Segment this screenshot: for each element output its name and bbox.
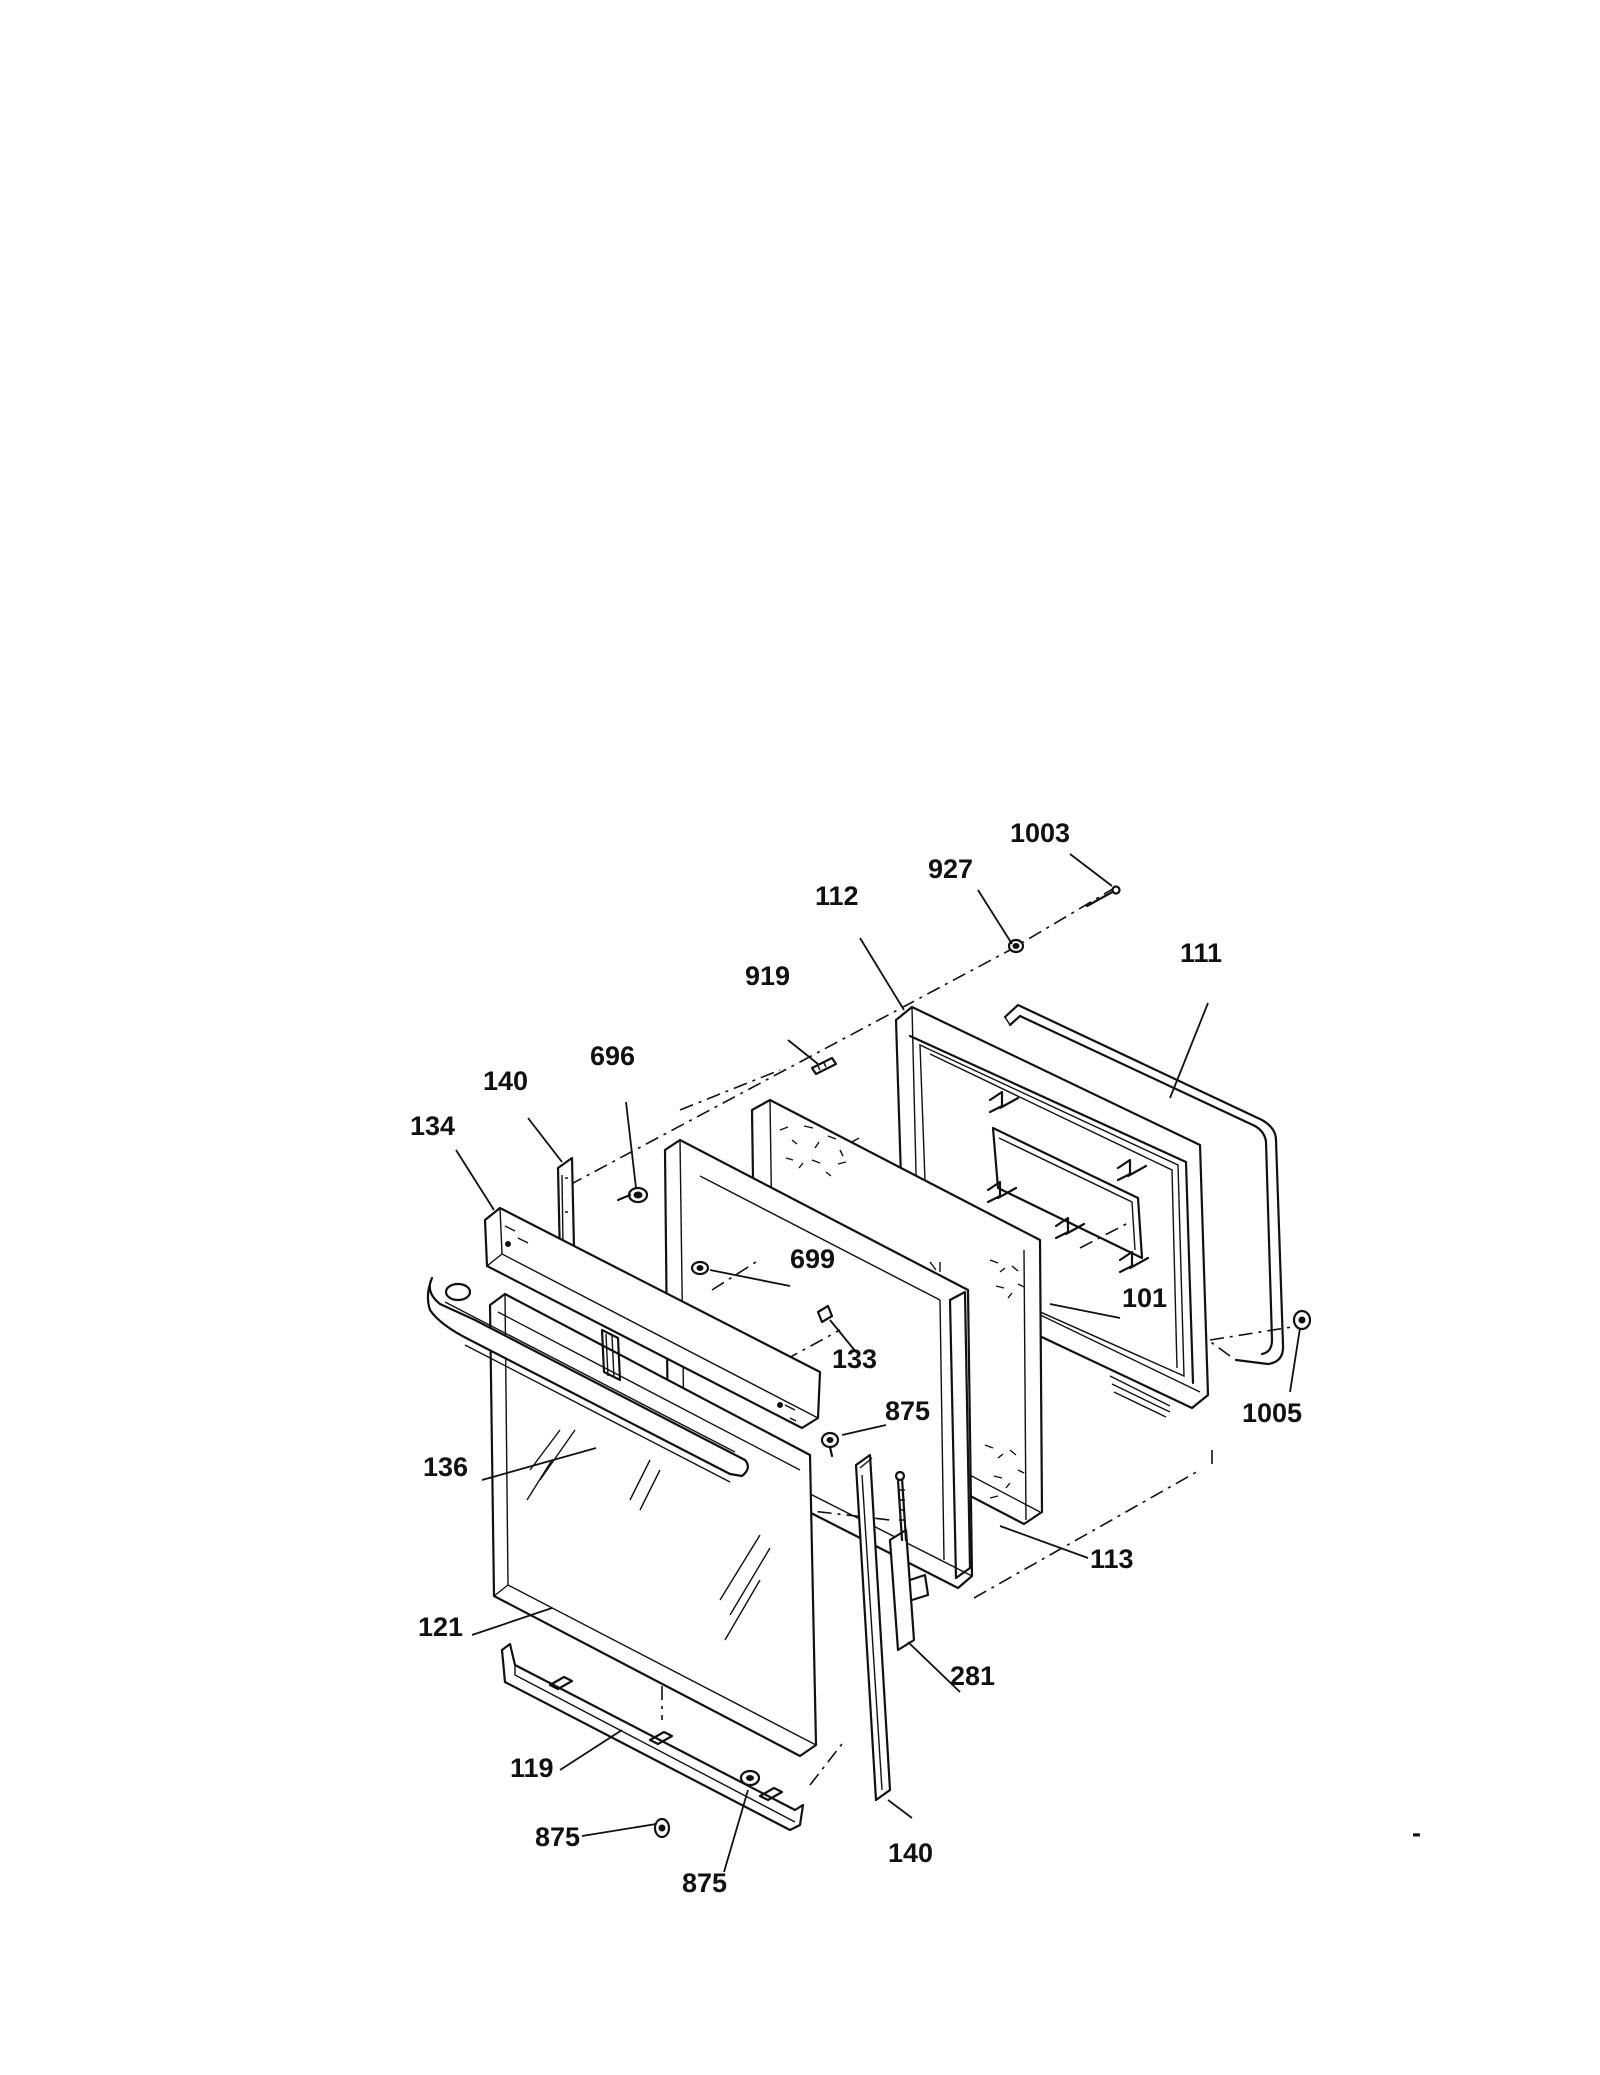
part-1005-screw (1292, 1309, 1312, 1331)
part-140-left-bracket (556, 1156, 576, 1260)
label-919: 919 (745, 961, 790, 991)
label-1003: 1003 (1010, 818, 1070, 848)
part-875-screw-bottom (739, 1769, 761, 1787)
label-101: 101 (1122, 1283, 1167, 1313)
part-1003-screw (1085, 885, 1121, 908)
part-111-door-liner (1003, 1003, 1285, 1366)
label-875-bottom: 875 (682, 1868, 727, 1898)
label-121: 121 (418, 1612, 463, 1642)
leader-lines (455, 853, 1301, 1873)
stray-dash-mark: - (1412, 1818, 1421, 1848)
label-112: 112 (815, 881, 859, 911)
label-133: 133 (832, 1344, 877, 1374)
label-113: 113 (1090, 1544, 1134, 1574)
label-140-top: 140 (483, 1066, 528, 1096)
part-labels: 1003 927 112 111 919 696 140 134 699 101… (410, 818, 1302, 1898)
part-133-clip (816, 1304, 834, 1324)
part-919-pin (810, 1056, 838, 1076)
label-111: 111 (1180, 938, 1222, 968)
part-119-bottom-trim (500, 1642, 805, 1832)
label-281: 281 (950, 1661, 995, 1691)
part-927-washer (1007, 938, 1025, 954)
part-281-hinge (888, 1470, 930, 1652)
label-119: 119 (510, 1753, 554, 1783)
part-121-outer-door-panel (488, 1292, 818, 1758)
label-696: 696 (590, 1041, 635, 1071)
part-875-screw-mid (820, 1431, 840, 1458)
insulation-texture (779, 1125, 1025, 1499)
part-134-vent-trim (483, 1206, 822, 1430)
label-875-left: 875 (535, 1822, 580, 1852)
part-699-screw (690, 1260, 710, 1276)
label-136: 136 (423, 1452, 468, 1482)
part-136-door-handle (426, 1276, 749, 1483)
part-875-screw-left (653, 1817, 671, 1839)
label-134: 134 (410, 1111, 455, 1141)
label-927: 927 (928, 854, 973, 884)
label-1005: 1005 (1242, 1398, 1302, 1428)
label-699: 699 (790, 1244, 835, 1274)
label-140-bottom: 140 (888, 1838, 933, 1868)
part-696-screw (616, 1186, 649, 1204)
part-140-right-bracket (854, 1453, 892, 1802)
label-875-mid: 875 (885, 1396, 930, 1426)
